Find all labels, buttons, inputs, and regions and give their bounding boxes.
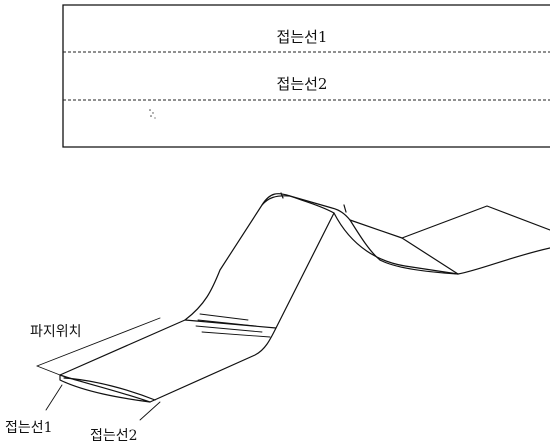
fold-line-1-label: 접는선1 [277,28,328,46]
strip-far-edge [59,193,550,376]
fold-loop-outer [59,374,151,403]
grip-extent-line [36,317,161,367]
ridge-crease [289,195,335,214]
leader-fold-2 [139,401,161,421]
bend-crease [184,319,277,329]
ridge-tick-1 [280,192,284,199]
fold-line-2-label: 접는선2 [277,75,328,93]
leader-fold-1 [45,384,63,411]
flap-underside [379,259,459,275]
fold-loop-inner [63,377,156,401]
right-fold-crease [401,237,459,275]
flat-strip: 접는선1 접는선2 [62,4,550,148]
folded-fold-line-1-label: 접는선1 [5,420,53,436]
ridge-bend [261,195,291,206]
valley-crease [349,219,381,261]
strip-near-edge [149,212,550,403]
ridge-tick-2 [343,204,347,213]
wrinkle-lines [195,313,271,338]
grip-extent-end-left [36,365,61,376]
speck-mark [149,109,156,119]
folded-fold-line-2-label: 접는선2 [90,428,138,443]
grip-position-label: 파지위치 [30,324,82,340]
strip-outline [62,4,550,148]
folded-strip [36,192,550,421]
